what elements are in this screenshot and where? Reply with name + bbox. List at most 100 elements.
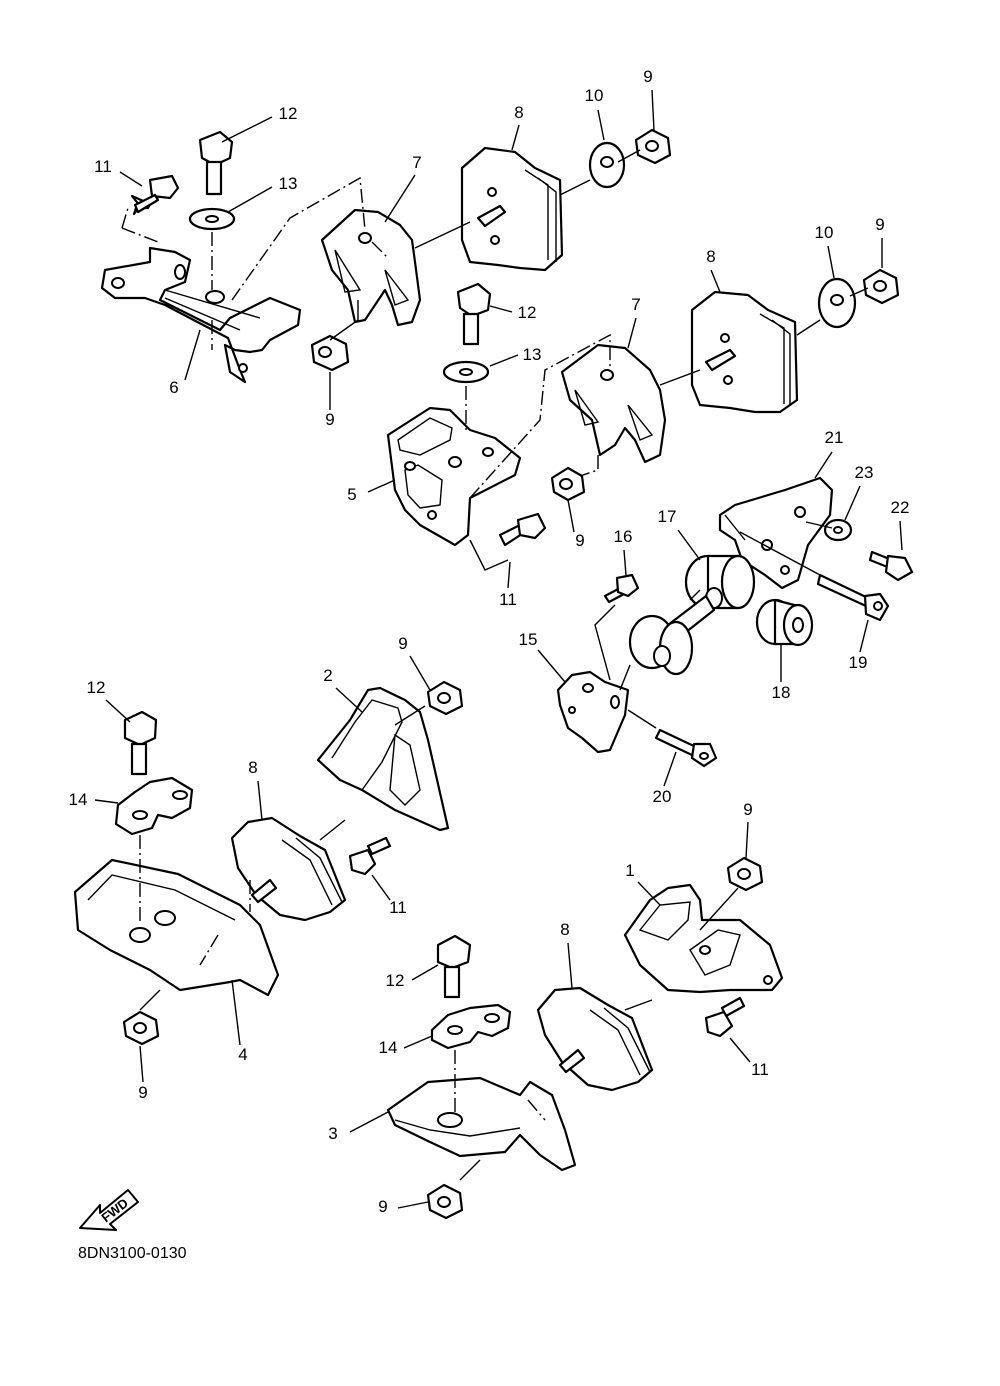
callout-leader-22 [899, 520, 903, 551]
callout-label-19: 19 [849, 653, 868, 672]
callout-leader-9 [409, 655, 431, 691]
callout-leader-8 [257, 780, 263, 821]
plate-14-br [430, 1003, 512, 1050]
callout-label-23: 23 [855, 463, 874, 482]
bolt-20 [654, 728, 718, 768]
callout-label-7: 7 [412, 153, 421, 172]
callout-leader-19 [859, 619, 869, 653]
callout-leader-7 [384, 174, 416, 223]
callout-label-9: 9 [325, 410, 334, 429]
callout-leader-14 [403, 1035, 433, 1049]
callout-label-22: 22 [891, 498, 910, 517]
callout-label-18: 18 [772, 683, 791, 702]
callout-label-5: 5 [347, 485, 356, 504]
callout-leader-2 [335, 687, 363, 713]
callout-label-10: 10 [585, 86, 604, 105]
callout-label-10: 10 [815, 223, 834, 242]
callout-label-3: 3 [328, 1124, 337, 1143]
callout-label-21: 21 [825, 428, 844, 447]
nut-9-br-top [726, 856, 764, 892]
link-rod-17 [628, 554, 756, 676]
bolt-12-br [436, 934, 472, 999]
callout-leader-9 [745, 821, 749, 859]
callout-leader-9 [139, 1045, 144, 1083]
callout-label-13: 13 [523, 345, 542, 364]
callout-label-20: 20 [653, 787, 672, 806]
callout-label-8: 8 [706, 247, 715, 266]
callout-leader-4 [231, 979, 241, 1046]
nut-9-top [634, 128, 672, 165]
callout-label-16: 16 [614, 527, 633, 546]
bolt-16 [603, 573, 640, 604]
nut-9-br-bottom [426, 1183, 464, 1220]
callout-leader-6 [184, 329, 201, 381]
callout-label-11: 11 [499, 590, 517, 609]
callout-leader-13 [227, 186, 273, 213]
callout-leader-12 [411, 964, 439, 981]
callout-label-8: 8 [560, 920, 569, 939]
bracket-4 [73, 858, 280, 997]
callout-label-1: 1 [625, 861, 634, 880]
callout-label-17: 17 [658, 507, 677, 526]
callout-leader-8 [511, 124, 520, 151]
callout-label-13: 13 [279, 174, 298, 193]
bracket-15 [556, 670, 630, 754]
callout-label-12: 12 [279, 104, 298, 123]
callout-leader-13 [489, 354, 519, 367]
callout-label-2: 2 [323, 666, 332, 685]
callout-label-11: 11 [94, 157, 112, 176]
damper-8-mid [690, 290, 799, 414]
callout-leader-11 [729, 1037, 751, 1063]
bracket-7-mid [560, 343, 667, 464]
damper-8-br [536, 986, 654, 1092]
callout-label-9: 9 [875, 215, 884, 234]
callout-leader-15 [537, 649, 566, 683]
callout-leader-11 [507, 561, 511, 589]
bushing-18 [755, 598, 814, 647]
callout-leader-7 [627, 317, 637, 349]
callout-leader-21 [814, 451, 833, 479]
washer-10-top [588, 141, 626, 189]
bolt-12-bl [123, 710, 158, 776]
washer-10-mid [817, 277, 857, 329]
callout-leader-23 [844, 485, 861, 521]
callout-leader-12 [489, 305, 513, 313]
callout-leader-14 [94, 799, 119, 804]
diagram-code: 8DN3100-0130 [78, 1245, 187, 1262]
callout-leader-5 [367, 479, 396, 493]
nut-9-bl-top [426, 680, 464, 716]
nut-9-mid-left [310, 334, 350, 372]
bolt-11-mid [498, 512, 547, 547]
callout-leader-10 [597, 109, 605, 141]
callout-label-11: 11 [389, 898, 407, 917]
callout-label-7: 7 [631, 295, 640, 314]
callout-label-14: 14 [69, 790, 88, 809]
callout-label-12: 12 [518, 303, 537, 322]
bracket-6 [100, 246, 302, 384]
callout-leader-11 [371, 874, 391, 901]
callout-label-6: 6 [169, 378, 178, 397]
callout-leader-20 [663, 751, 677, 787]
bracket-1 [623, 883, 784, 994]
callout-leader-8 [567, 942, 573, 989]
nut-9-bl-bottom [122, 1010, 160, 1046]
callout-label-11: 11 [751, 1060, 769, 1079]
callout-leader-17 [677, 529, 701, 561]
callout-leader-8 [710, 269, 721, 293]
bracket-5 [386, 406, 522, 547]
callout-label-4: 4 [238, 1045, 247, 1064]
bolt-11-br [704, 996, 746, 1038]
plate-14-bl [114, 776, 194, 836]
fwd-arrow-icon: FWD [79, 1189, 139, 1231]
nut-9-mid-right [862, 268, 900, 305]
callout-label-14: 14 [379, 1038, 398, 1057]
damper-8-top [460, 146, 564, 272]
damper-8-bl [230, 816, 347, 922]
callout-label-9: 9 [398, 634, 407, 653]
callout-label-12: 12 [87, 678, 106, 697]
nut-9-mid-center [550, 466, 586, 502]
callout-label-9: 9 [575, 531, 584, 550]
callout-leader-11 [119, 171, 143, 187]
callout-leader-10 [827, 245, 835, 279]
